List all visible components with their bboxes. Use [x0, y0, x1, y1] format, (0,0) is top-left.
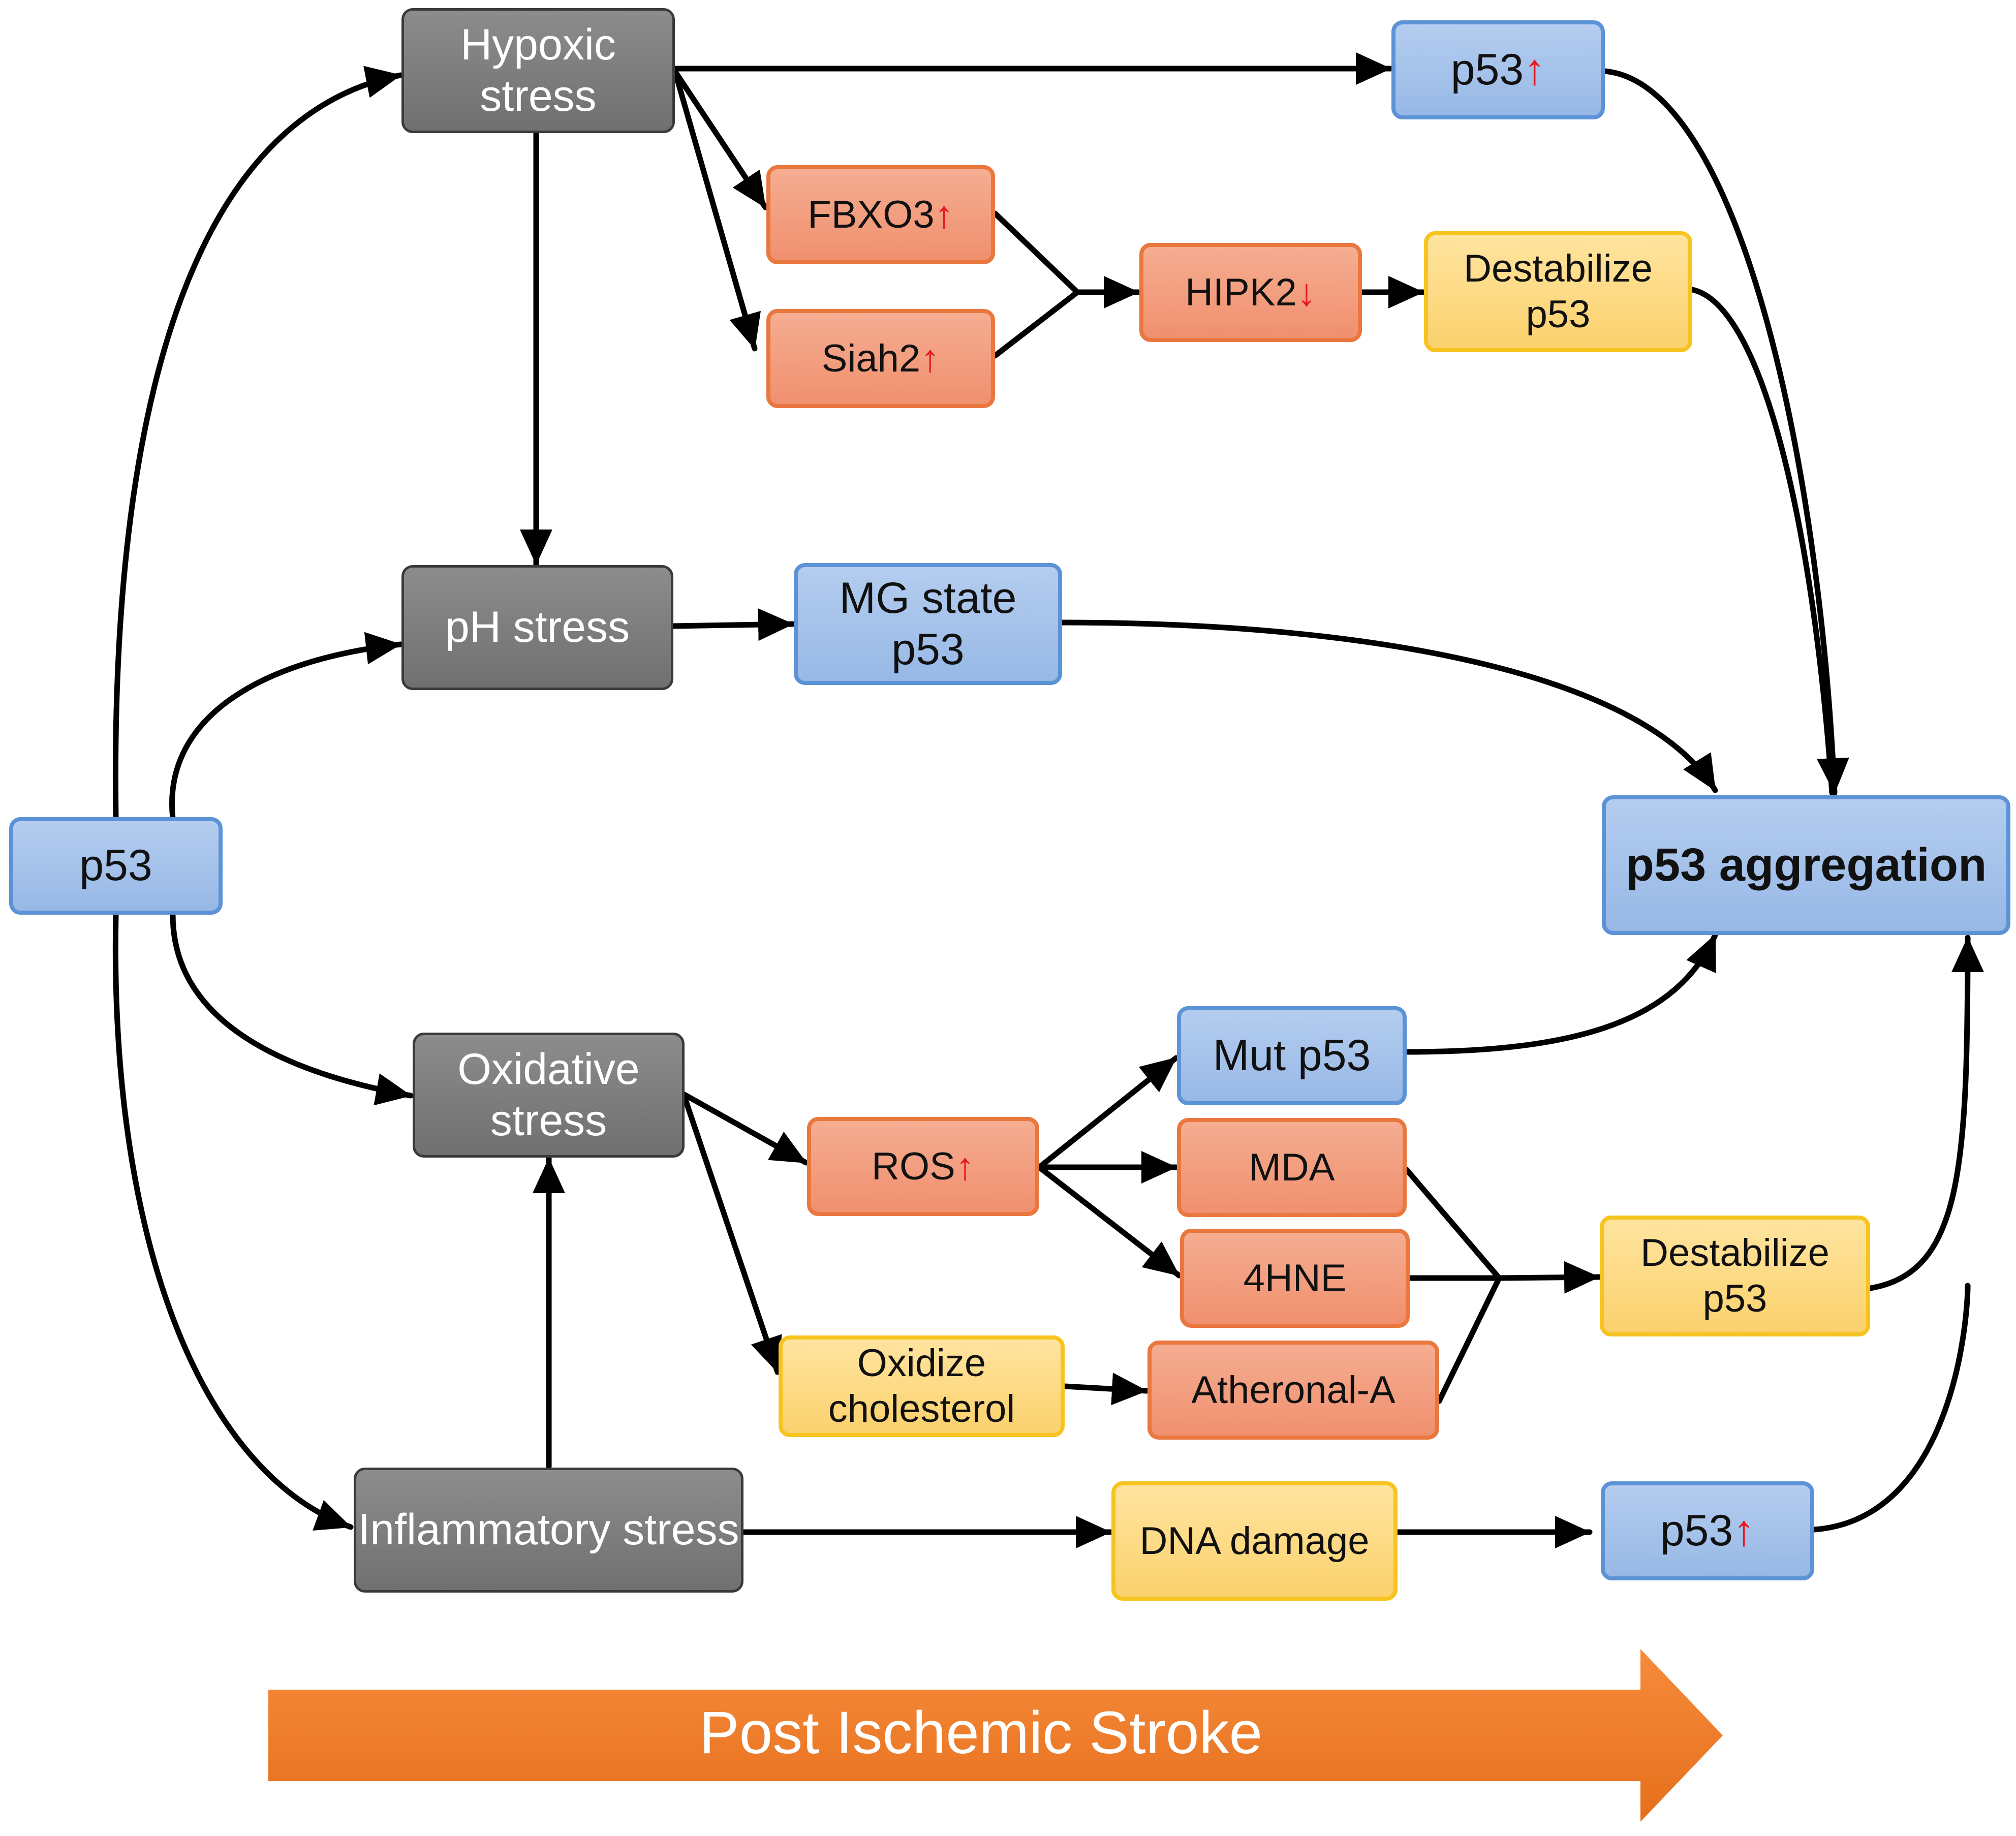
edge-destab2-aggregation — [1867, 935, 1984, 1291]
oxidize-cholesterol-node: Oxidize cholesterol — [779, 1335, 1065, 1437]
p53-increase-top-node: p53↑ — [1391, 20, 1605, 119]
edge-p53up-aggregation-bottom — [1811, 1283, 1971, 1533]
edge-ros-4hne — [1036, 1164, 1182, 1279]
down-arrow-icon: ↓ — [1296, 270, 1316, 314]
ros-label: ROS — [872, 1144, 955, 1188]
inflammatory-stress-node: Inflammatory stress — [354, 1468, 743, 1593]
edge-hypoxic-siah2 — [672, 68, 761, 352]
mg-state-p53-node: MG state p53 — [794, 563, 1062, 685]
edge-merge-destab — [1496, 1261, 1602, 1294]
mut-p53-node: Mut p53 — [1177, 1006, 1407, 1105]
post-ischemic-stroke-label: Post Ischemic Stroke — [699, 1699, 1263, 1766]
ph-stress-label: pH stress — [445, 603, 630, 652]
siah2-label: Siah2 — [821, 336, 921, 380]
p53-root-label: p53 — [79, 841, 152, 890]
atheronal-a-node: Atheronal-A — [1147, 1341, 1439, 1440]
edge-oxidative-ros — [680, 1091, 809, 1166]
oxidative-stress-node: Oxidative stress — [413, 1033, 685, 1158]
4hne-node: 4HNE — [1180, 1229, 1410, 1328]
dna-damage-label: DNA damage — [1139, 1519, 1370, 1563]
p53-aggregation-node: p53 aggregation — [1602, 795, 2010, 935]
edge-p53-ph — [169, 632, 404, 821]
oxidize-cholesterol-label: Oxidize cholesterol — [828, 1342, 1015, 1430]
edge-fbxo3-merge — [992, 210, 1080, 295]
oxidative-stress-label: Oxidative stress — [457, 1044, 640, 1145]
p53-increase-bottom-label: p53 — [1660, 1506, 1733, 1555]
mda-label: MDA — [1249, 1145, 1335, 1189]
hypoxic-stress-label: Hypoxic stress — [460, 20, 616, 120]
edge-hypoxic-fbxo3 — [672, 68, 768, 210]
edge-mg-aggregation — [1059, 619, 1718, 793]
edge-siah2-merge — [992, 289, 1080, 359]
p53-increase-bottom-node: p53↑ — [1601, 1481, 1814, 1580]
edge-p53-hypoxic — [112, 66, 404, 821]
destabilize-p53-top-label: Destabilize p53 — [1464, 247, 1653, 336]
dna-damage-node: DNA damage — [1111, 1481, 1398, 1601]
inflammatory-stress-label: Inflammatory stress — [358, 1505, 739, 1554]
mut-p53-label: Mut p53 — [1213, 1031, 1371, 1080]
destabilize-p53-top-node: Destabilize p53 — [1424, 231, 1692, 352]
edge-cholesterol-atheronal — [1062, 1373, 1150, 1406]
edge-p53up-aggregation — [1602, 68, 1849, 796]
siah2-node: Siah2↑ — [766, 309, 995, 408]
mda-node: MDA — [1177, 1118, 1407, 1217]
edge-ph-mg — [670, 608, 796, 641]
fbxo3-label: FBXO3 — [808, 193, 935, 236]
destabilize-p53-bottom-label: Destabilize p53 — [1640, 1231, 1829, 1320]
hypoxic-stress-node: Hypoxic stress — [401, 8, 675, 133]
ros-node: ROS↑ — [807, 1117, 1039, 1216]
edge-p53-oxidative — [170, 912, 414, 1106]
stroke-timeline-arrow — [268, 1649, 1723, 1822]
hipk2-node: HIPK2↓ — [1139, 243, 1362, 342]
up-arrow-icon: ↑ — [1524, 45, 1546, 94]
edge-mda-merge — [1404, 1167, 1502, 1281]
p53-root-node: p53 — [9, 817, 223, 915]
fbxo3-node: FBXO3↑ — [766, 165, 995, 264]
mg-state-p53-label: MG state p53 — [839, 573, 1017, 674]
up-arrow-icon: ↑ — [934, 193, 954, 236]
p53-aggregation-label: p53 aggregation — [1625, 839, 1987, 891]
edge-destab-aggregation — [1689, 287, 1835, 796]
edge-mut-aggregation — [1405, 932, 1718, 1055]
atheronal-a-label: Atheronal-A — [1191, 1368, 1395, 1412]
4hne-label: 4HNE — [1243, 1256, 1347, 1300]
destabilize-p53-bottom-node: Destabilize p53 — [1600, 1216, 1870, 1336]
up-arrow-icon: ↑ — [955, 1144, 975, 1188]
up-arrow-icon: ↑ — [920, 336, 940, 380]
p53-increase-top-label: p53 — [1450, 45, 1524, 94]
edge-ros-mut — [1036, 1055, 1179, 1170]
ph-stress-node: pH stress — [401, 565, 673, 690]
up-arrow-icon: ↑ — [1733, 1506, 1755, 1555]
edge-p53-inflammatory — [112, 912, 354, 1531]
edge-atheronal-merge — [1436, 1275, 1502, 1404]
hipk2-label: HIPK2 — [1185, 270, 1297, 314]
edge-oxidative-cholesterol — [680, 1091, 782, 1375]
